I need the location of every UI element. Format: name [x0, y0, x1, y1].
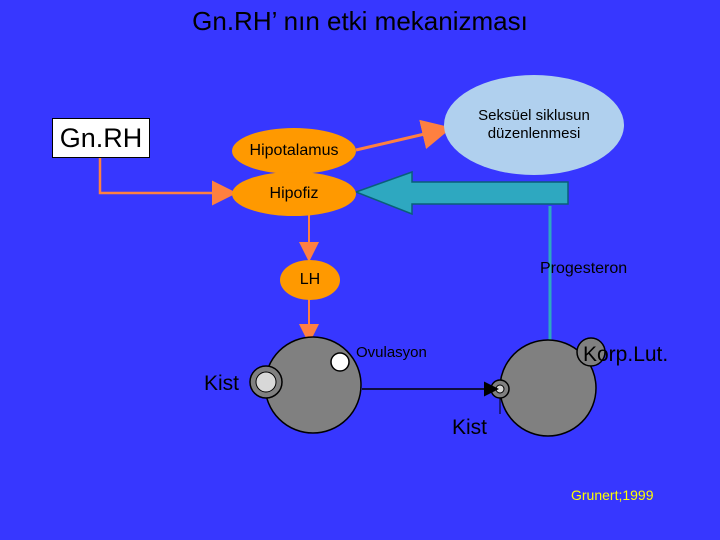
corpus-luteum	[576, 337, 606, 367]
kist-left-label: Kist	[204, 372, 240, 395]
hipotalamus-node: Hipotalamus	[232, 128, 356, 174]
citation: Grunert;1999	[571, 487, 654, 503]
seksuel-label: Seksüel siklusun düzenlenmesi	[478, 107, 590, 142]
progesteron-label: Progesteron	[540, 260, 628, 277]
left-cyst-inner	[255, 371, 277, 393]
bottom-cyst-inner	[495, 384, 505, 394]
seksuel-node: Seksüel siklusun düzenlenmesi	[444, 75, 624, 175]
progesteron-feedback-arrow	[353, 170, 569, 216]
gnrh-to-hipofiz-arrow	[98, 157, 237, 206]
hipotalamus-to-seksuel-arrow	[355, 119, 452, 152]
hipofiz-label: Hipofiz	[269, 185, 319, 202]
kist-bottom-label: Kist	[452, 416, 488, 439]
korp-lut-label: Korp.Lut.	[583, 343, 669, 366]
lh-label: LH	[299, 271, 321, 288]
lh-node: LH	[280, 260, 340, 300]
ovulation-follicle	[330, 352, 350, 372]
hipofiz-node: Hipofiz	[232, 172, 356, 216]
gnrh-box: Gn.RH	[52, 118, 150, 158]
page-title: Gn.RH’ nın etki mekanizması	[192, 6, 528, 36]
ovulasyon-label: Ovulasyon	[356, 344, 427, 361]
hipotalamus-label: Hipotalamus	[249, 142, 339, 159]
